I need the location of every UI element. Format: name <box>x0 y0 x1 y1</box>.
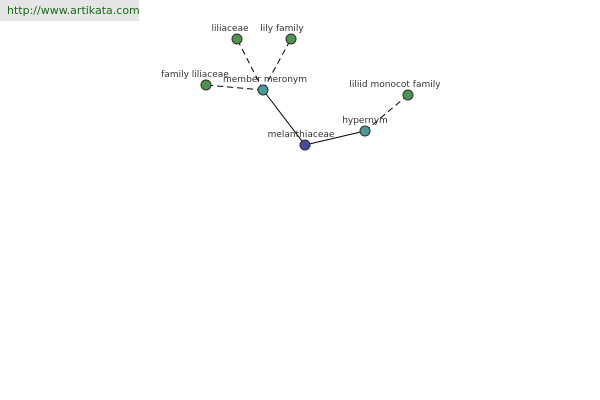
label-liliaceae: liliaceae <box>211 24 249 34</box>
edge-root-to-hypernym <box>304 130 366 146</box>
node-family-liliaceae[interactable] <box>200 79 212 91</box>
edge-member-meronym-to-family-liliaceae <box>205 84 264 91</box>
label-hypernym: hypernym <box>342 116 388 126</box>
label-liliid-monocot-family: liliid monocot family <box>349 80 441 90</box>
node-lily-family[interactable] <box>285 33 297 45</box>
label-family-liliaceae: family liliaceae <box>161 70 229 80</box>
label-melanthiaceae: melanthiaceae <box>268 130 335 140</box>
label-lily-family: lily family <box>260 24 304 34</box>
node-melanthiaceae[interactable] <box>299 139 311 151</box>
node-hypernym[interactable] <box>359 125 371 137</box>
node-member-meronym[interactable] <box>257 84 269 96</box>
source-url-link[interactable]: http://www.artikata.com <box>0 0 140 21</box>
label-member-meronym: member meronym <box>223 75 307 85</box>
node-liliid-monocot-family[interactable] <box>402 89 414 101</box>
node-liliaceae[interactable] <box>231 33 243 45</box>
edge-root-to-member-meronym <box>262 89 306 146</box>
